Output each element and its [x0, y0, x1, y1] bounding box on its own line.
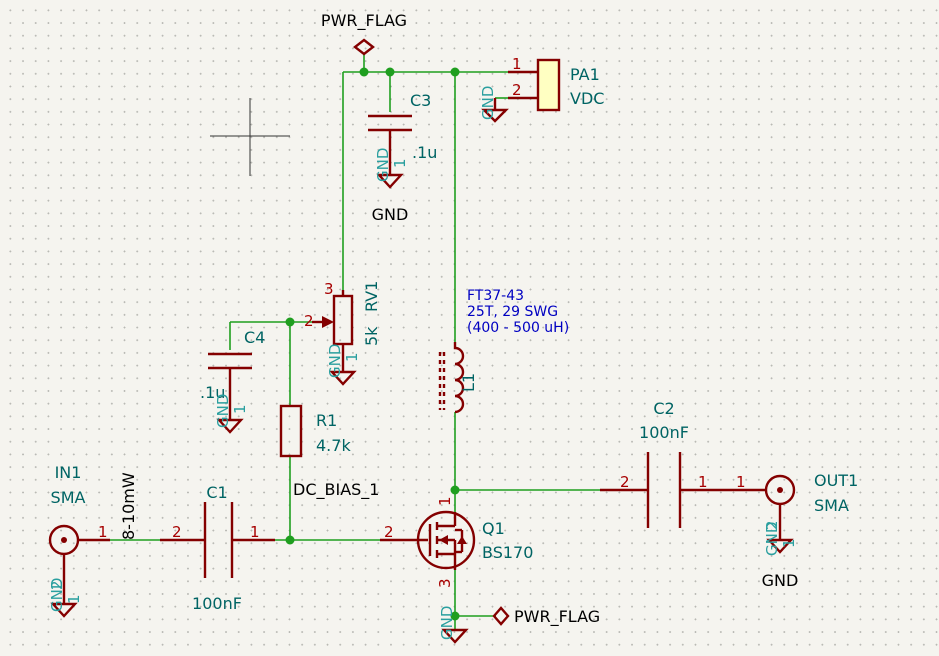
- c3-ref: C3: [410, 91, 431, 110]
- c3-ground-label: GND: [372, 205, 409, 224]
- potentiometer-rv1[interactable]: 3 2 RV1 5k GND 1: [304, 280, 381, 386]
- q1-pin3: 3: [436, 578, 454, 588]
- r1-ref: R1: [316, 411, 337, 430]
- c3-gnd-pin-label: GND: [374, 148, 392, 182]
- c3-value: .1u: [412, 143, 437, 162]
- c4-ref: C4: [244, 328, 265, 347]
- out1-gnd-label: GND: [763, 522, 781, 556]
- connector-in1[interactable]: IN1 SMA 1 GND 1 2 8-10mW: [48, 463, 138, 618]
- in1-pin1: 1: [98, 523, 108, 541]
- rv1-ref: RV1: [362, 281, 381, 312]
- junction: [450, 485, 460, 495]
- pa1-pin1: 1: [512, 55, 522, 73]
- capacitor-c1[interactable]: C1 100nF 2 1: [160, 483, 275, 613]
- crosshair-cursor-icon: [210, 98, 290, 176]
- junction: [450, 67, 460, 77]
- pa1-value: VDC: [570, 89, 604, 108]
- rv1-gnd-label: GND: [326, 344, 344, 378]
- connector-pa1[interactable]: 1 2 PA1 VDC GND: [479, 55, 604, 123]
- pwr-flag-diamond-icon: [492, 606, 510, 626]
- c1-pin2: 2: [172, 523, 182, 541]
- rv1-value: 5k: [362, 326, 381, 346]
- c1-value: 100nF: [192, 594, 242, 613]
- junction: [385, 67, 395, 77]
- out1-ground-label: GND: [762, 571, 799, 590]
- pwr-flag-bottom[interactable]: PWR_FLAG: [492, 606, 600, 627]
- c4-pin1: 1: [231, 404, 249, 414]
- q1-gnd-label: GND: [438, 606, 456, 640]
- junction: [285, 317, 295, 327]
- c2-ref: C2: [653, 399, 674, 418]
- rv1-pin2: 2: [304, 312, 314, 330]
- inductor-l1[interactable]: L1 FT37-43 25T, 29 SWG (400 - 500 uH): [438, 288, 569, 414]
- c1-ref: C1: [206, 483, 227, 502]
- wiper-arrow-icon: [322, 316, 334, 328]
- c2-value: 100nF: [639, 423, 689, 442]
- ground-symbol-icon: [50, 602, 78, 618]
- pa1-pin2: 2: [512, 81, 522, 99]
- r1-value: 4.7k: [316, 436, 351, 455]
- net-label-dc-bias[interactable]: DC_BIAS_1: [293, 480, 379, 500]
- q1-pin2: 2: [384, 523, 394, 541]
- capacitor-c3[interactable]: C3 .1u GND 1 GND: [368, 91, 437, 224]
- ground-symbol-icon: [329, 370, 357, 386]
- pa1-gnd-label: GND: [479, 86, 497, 120]
- in1-gnd-label: GND: [48, 578, 66, 612]
- in1-power-note: 8-10mW: [119, 472, 138, 540]
- ground-symbol-icon: [216, 418, 244, 434]
- junction: [359, 67, 369, 77]
- l1-note-turns: 25T, 29 SWG: [467, 304, 558, 320]
- out1-pin-extra: 1: [780, 538, 798, 548]
- junction: [450, 611, 460, 621]
- in1-ref: IN1: [55, 463, 82, 482]
- capacitor-c4[interactable]: C4 .1u GND 1: [200, 328, 265, 434]
- l1-note-inductance: (400 - 500 uH): [467, 320, 569, 336]
- c4-value: .1u: [200, 383, 225, 402]
- pwr-flag-top-label: PWR_FLAG: [321, 11, 407, 31]
- l1-ref: L1: [459, 373, 478, 392]
- rv1-pin3: 3: [324, 280, 334, 298]
- out1-pin2: 2: [763, 520, 781, 530]
- ground-symbol-icon: [441, 628, 469, 644]
- wires: [83, 54, 762, 630]
- pwr-flag-diamond-icon: [353, 38, 375, 56]
- q1-pin1: 1: [436, 496, 454, 506]
- body-diode-arrow-icon: [439, 535, 448, 545]
- out1-ref: OUT1: [814, 471, 858, 490]
- pa1-ref: PA1: [570, 65, 600, 84]
- resistor-r1[interactable]: R1 4.7k: [279, 404, 351, 458]
- junction: [285, 535, 295, 545]
- mosfet-body-icon: [416, 510, 476, 570]
- ground-symbol-icon: [481, 108, 509, 123]
- q1-ref: Q1: [482, 519, 505, 538]
- in1-pin-extra: 1: [65, 594, 83, 604]
- c2-pin1: 1: [698, 473, 708, 491]
- junctions: [285, 67, 460, 621]
- ground-symbol-icon: [766, 538, 794, 554]
- c1-pin1: 1: [250, 523, 260, 541]
- c3-pin1: 1: [391, 158, 409, 168]
- in1-pin2: 2: [48, 580, 66, 590]
- out1-pin1: 1: [736, 473, 746, 491]
- c2-pin2: 2: [620, 473, 630, 491]
- l1-note-core: FT37-43: [467, 288, 524, 304]
- c4-gnd-label: GND: [214, 394, 232, 428]
- q1-value: BS170: [482, 543, 533, 562]
- pwr-flag-top[interactable]: PWR_FLAG: [321, 11, 407, 56]
- pwr-flag-bottom-label: PWR_FLAG: [514, 607, 600, 627]
- ground-symbol-icon: [376, 173, 404, 189]
- out1-value: SMA: [814, 496, 849, 515]
- capacitor-c2[interactable]: C2 100nF 2 1: [600, 399, 730, 528]
- in1-value: SMA: [51, 488, 86, 507]
- connector-out1[interactable]: 1 OUT1 SMA GND 1 2 GND: [730, 471, 858, 590]
- transistor-q1[interactable]: 2 1 3 Q1 BS170 GND: [380, 496, 533, 644]
- rv1-pin1: 1: [343, 352, 361, 362]
